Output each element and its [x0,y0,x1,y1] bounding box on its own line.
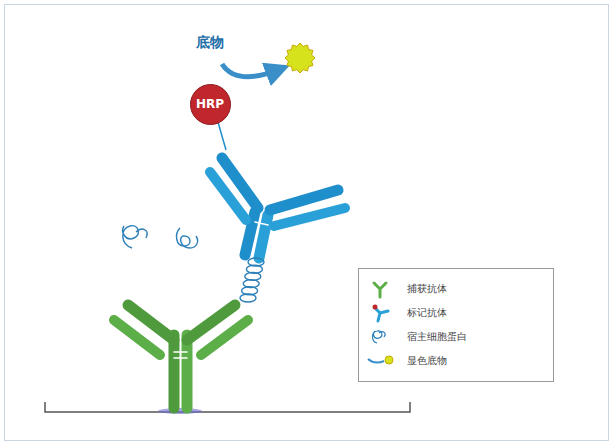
host-protein-icon [365,327,395,347]
enzyme-circle: HRP [190,84,231,125]
reaction-arrow [222,64,278,77]
legend-text: 显色底物 [407,354,447,368]
enzyme-label: HRP [196,97,224,111]
capture-antibody [114,305,248,408]
legend-row: 标记抗体 [365,301,547,325]
legend-row: 宿主细胞蛋白 [365,325,547,349]
product-burst [285,43,315,73]
frame [5,5,609,441]
legend-text: 宿主细胞蛋白 [407,330,467,344]
legend-text: 捕获抗体 [407,282,447,296]
detection-antibody [210,158,345,258]
antigen-coil [240,258,264,302]
conjugate-link [218,122,226,150]
legend-row: 显色底物 [365,349,547,373]
substrate-label: 底物 [196,34,224,52]
legend-text: 标记抗体 [407,306,447,320]
substrate-icon [365,351,395,371]
legend-box: 捕获抗体标记抗体宿主细胞蛋白显色底物 [358,268,554,382]
capture-antibody-icon [365,279,395,299]
detection-antibody-icon [365,303,395,323]
host-cell-protein [123,226,147,248]
host-cell-protein [177,228,198,248]
plate-surface [45,402,410,412]
coil-loop [248,258,264,266]
surface-shadow [158,408,202,414]
colored-product [285,43,315,73]
legend-row: 捕获抗体 [365,277,547,301]
